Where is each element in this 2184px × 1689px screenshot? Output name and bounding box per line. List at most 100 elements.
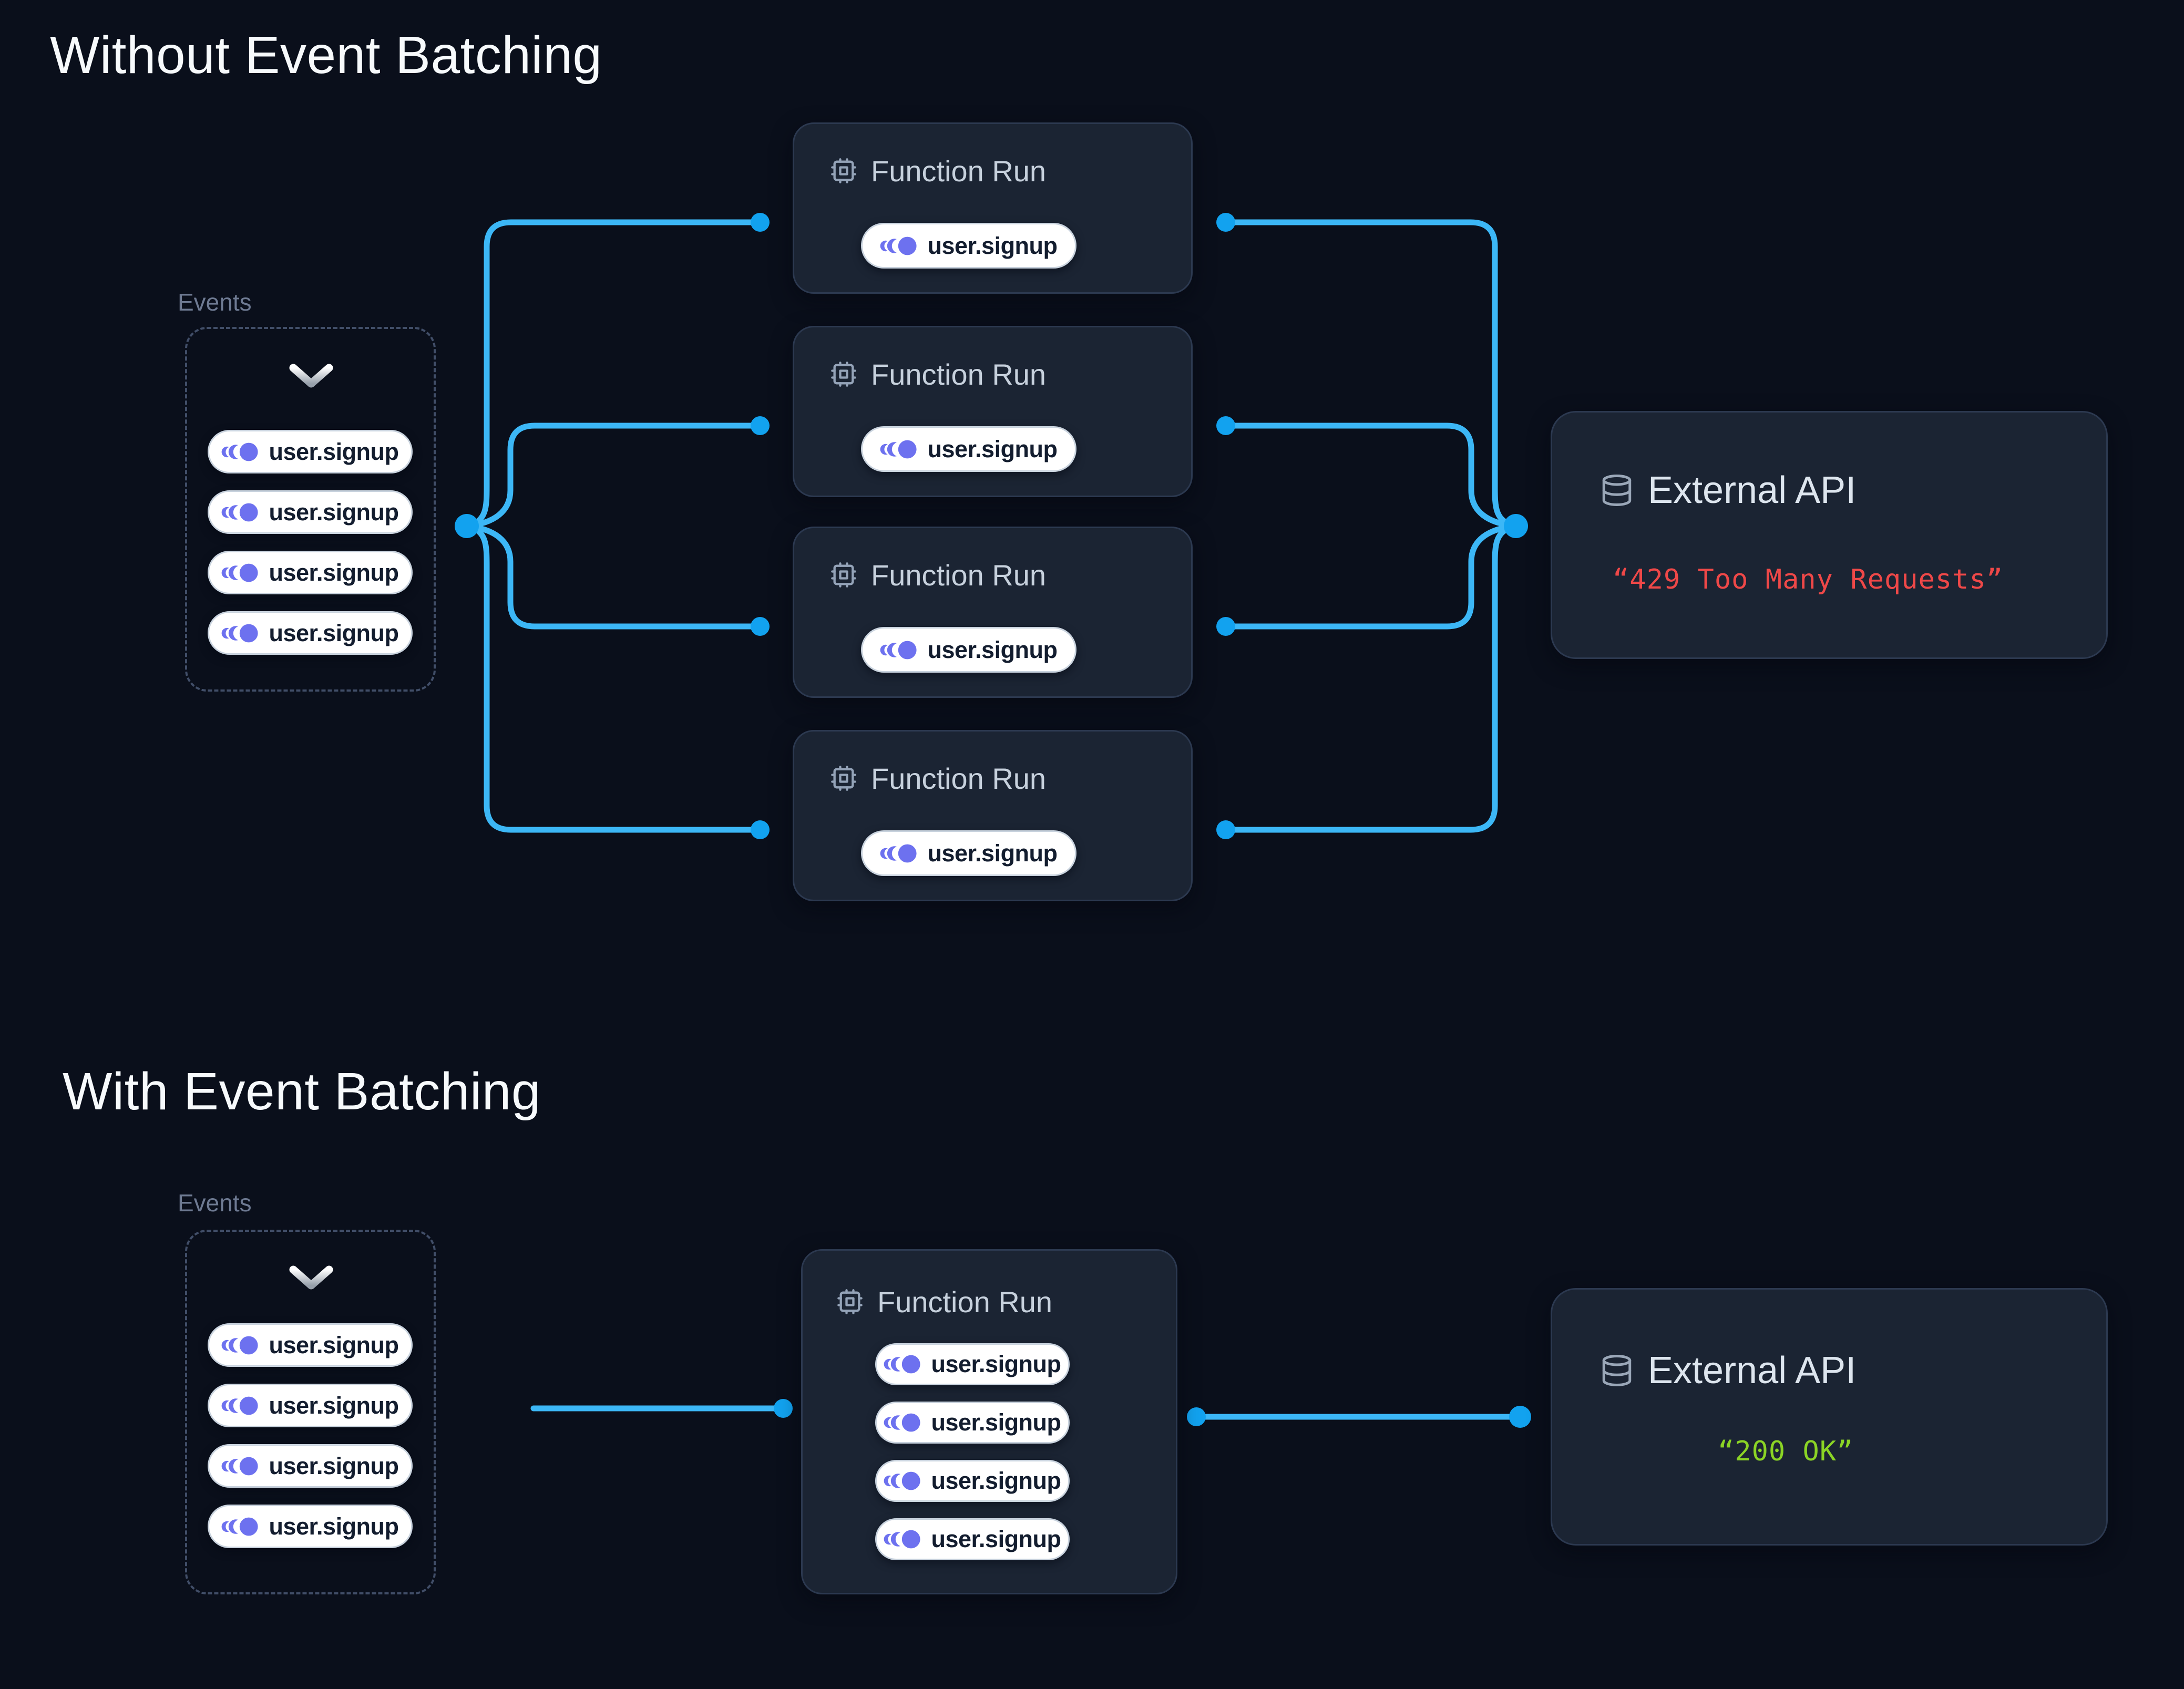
event-pill-label: user.signup	[931, 1409, 1061, 1436]
api-response-status: “200 OK”	[1718, 1436, 1854, 1467]
connector-line	[464, 523, 763, 833]
function-run-title: Function Run	[871, 558, 1047, 592]
connector-line	[1223, 523, 1519, 630]
event-pill: user.signup	[861, 223, 1076, 269]
event-pill: user.signup	[208, 611, 413, 655]
function-run-card: Function Run user.signup	[793, 730, 1193, 901]
event-icon	[880, 440, 917, 458]
external-api-card: External API “429 Too Many Requests”	[1551, 411, 2108, 659]
connector-line	[1223, 423, 1519, 529]
event-pill: user.signup	[208, 490, 413, 534]
connector-line	[464, 423, 763, 529]
event-pill-label: user.signup	[927, 232, 1058, 259]
event-pill-label: user.signup	[927, 636, 1058, 663]
event-icon	[222, 1517, 259, 1536]
event-pill-label: user.signup	[269, 438, 399, 465]
event-pill: user.signup	[861, 426, 1076, 472]
cpu-icon	[831, 158, 856, 183]
function-run-card: Function Run user.signup	[793, 326, 1193, 497]
events-box	[185, 327, 436, 692]
event-pill-label: user.signup	[269, 1512, 399, 1540]
event-pill: user.signup	[208, 551, 413, 594]
event-pill-label: user.signup	[269, 1331, 399, 1358]
event-icon	[222, 1336, 259, 1354]
junction-dot	[1509, 1406, 1531, 1428]
connector-dot	[751, 416, 770, 435]
external-api-card: External API “200 OK”	[1551, 1288, 2108, 1546]
event-icon	[222, 1396, 259, 1415]
event-pill: user.signup	[208, 1323, 413, 1367]
event-icon	[222, 503, 259, 521]
connector-dot	[1216, 820, 1235, 839]
event-pill: user.signup	[208, 1384, 413, 1427]
junction-dot	[455, 514, 479, 538]
event-pill-label: user.signup	[269, 559, 399, 586]
connector-dot	[751, 213, 770, 232]
connector-dot	[1216, 416, 1235, 435]
event-icon	[884, 1355, 921, 1374]
event-pill-label: user.signup	[269, 1452, 399, 1479]
event-pill-label: user.signup	[931, 1351, 1061, 1377]
event-pill-label: user.signup	[931, 1467, 1061, 1494]
events-box	[185, 1230, 436, 1594]
event-icon	[880, 641, 917, 659]
function-run-card: Function Run user.signup user.signup use…	[801, 1249, 1177, 1594]
function-run-title: Function Run	[871, 357, 1047, 391]
section-title-without-batching: Without Event Batching	[50, 26, 602, 85]
event-pill: user.signup	[861, 627, 1076, 673]
function-run-card: Function Run user.signup	[793, 527, 1193, 698]
event-pill-label: user.signup	[269, 1392, 399, 1419]
event-pill-label: user.signup	[269, 619, 399, 646]
external-api-title: External API	[1648, 469, 1857, 511]
junction-dot	[1504, 514, 1528, 538]
event-pill: user.signup	[875, 1460, 1070, 1502]
connector-line	[1223, 523, 1519, 833]
connector-line	[464, 523, 763, 630]
api-response-status: “429 Too Many Requests”	[1613, 564, 2004, 595]
event-pill-label: user.signup	[927, 839, 1058, 867]
event-icon	[880, 236, 917, 255]
event-icon	[222, 1457, 259, 1475]
connector-dot	[1216, 617, 1235, 636]
cpu-icon	[837, 1289, 863, 1314]
events-label: Events	[178, 289, 252, 316]
events-label: Events	[178, 1189, 252, 1217]
connector-dot	[1216, 213, 1235, 232]
event-icon	[222, 624, 259, 642]
database-icon	[1602, 475, 1632, 506]
event-icon	[884, 1413, 921, 1432]
chevron-down-icon	[289, 1265, 333, 1290]
section-title-with-batching: With Event Batching	[63, 1062, 541, 1121]
chevron-down-icon	[289, 364, 333, 388]
cpu-icon	[831, 766, 856, 791]
event-icon	[884, 1530, 921, 1549]
connector-dot	[1187, 1407, 1206, 1426]
connector-line	[464, 219, 763, 529]
event-pill: user.signup	[208, 1444, 413, 1488]
connector-dot	[774, 1399, 793, 1418]
function-run-title: Function Run	[871, 154, 1047, 188]
cpu-icon	[831, 362, 856, 387]
event-pill: user.signup	[875, 1402, 1070, 1444]
function-run-title: Function Run	[871, 761, 1047, 795]
event-pill: user.signup	[875, 1518, 1070, 1560]
database-icon	[1602, 1355, 1632, 1386]
cpu-icon	[831, 562, 856, 588]
event-pill-label: user.signup	[931, 1526, 1061, 1552]
event-pill: user.signup	[875, 1343, 1070, 1385]
connector-dot	[751, 820, 770, 839]
event-pill-label: user.signup	[927, 435, 1058, 462]
function-run-card: Function Run user.signup	[793, 122, 1193, 294]
event-icon	[880, 844, 917, 862]
event-icon	[884, 1471, 921, 1490]
event-pill-label: user.signup	[269, 498, 399, 526]
event-icon	[222, 442, 259, 461]
event-pill: user.signup	[861, 830, 1076, 876]
connector-dot	[751, 617, 770, 636]
event-icon	[222, 563, 259, 582]
event-pill: user.signup	[208, 430, 413, 473]
external-api-title: External API	[1648, 1350, 1857, 1392]
connector-line	[1223, 219, 1519, 529]
